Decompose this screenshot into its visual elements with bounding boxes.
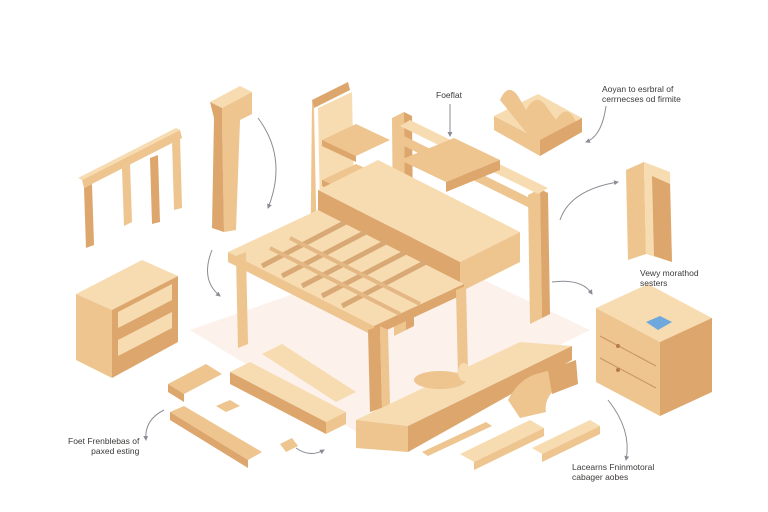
blue-tag-icon (646, 316, 672, 330)
label-top-right: Aoyan to esrbral of cerrnecses od firmit… (602, 84, 681, 104)
floor-shadow (190, 250, 590, 440)
tall-leg-part (210, 86, 252, 232)
side-frame-part (78, 128, 182, 248)
loose-parts (168, 342, 600, 470)
side-panels-part (626, 162, 672, 262)
label-mid-right-line2: sesters (640, 278, 668, 288)
label-bottom-left-line1: Foet Frenblebas of (68, 436, 140, 446)
curved-bracket-part (494, 89, 582, 156)
label-mid-right-line1: Vewy morathod (640, 268, 699, 278)
assembly-arrows (143, 104, 630, 461)
label-bottom-left: Foet Frenblebas of paxed esting (68, 436, 139, 456)
label-mid-right: Vewy morathod sesters (640, 268, 699, 288)
label-top-center-text: Foeflat (436, 90, 462, 100)
loft-bench-assembly (228, 82, 550, 412)
nightstand-drawers (596, 284, 712, 416)
label-bottom-right-line1: Lacearns Fninmotoral (572, 462, 655, 472)
label-bottom-left-line2: paxed esting (91, 446, 140, 456)
open-shelf-cabinet (76, 260, 178, 378)
label-top-center: Foeflat (436, 90, 462, 100)
label-top-right-line1: Aoyan to esrbral of (602, 84, 674, 94)
label-bottom-right-line2: cabager aobes (572, 472, 629, 482)
label-top-right-line2: cerrnecses od firmite (602, 94, 681, 104)
label-bottom-right: Lacearns Fninmotoral cabager aobes (572, 462, 654, 482)
